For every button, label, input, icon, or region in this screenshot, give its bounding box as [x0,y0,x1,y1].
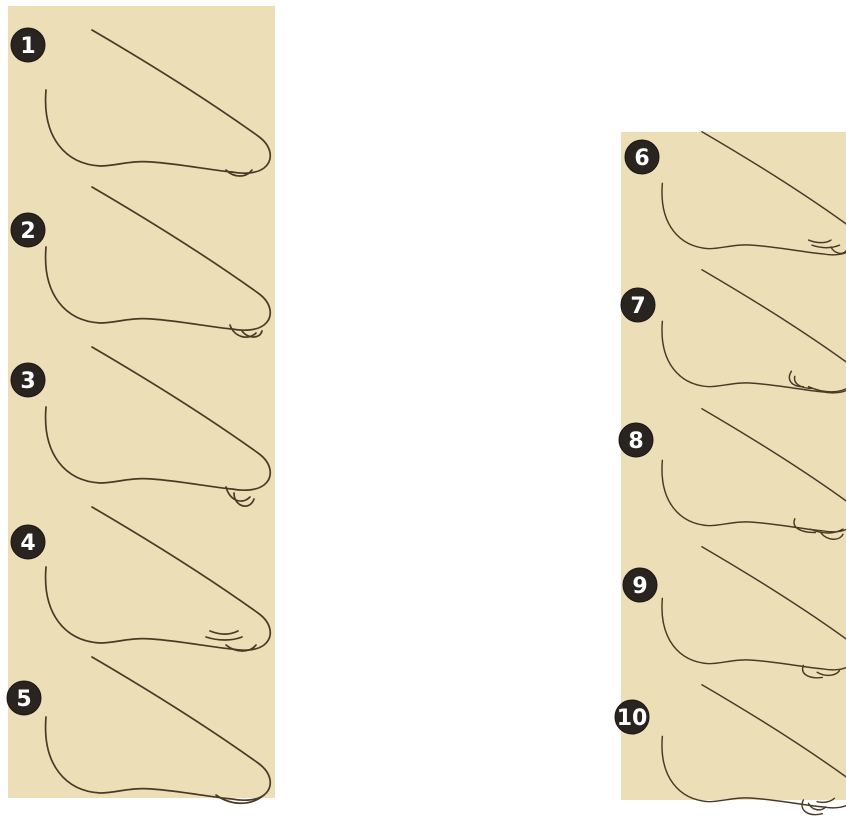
muzzle-outline [662,547,846,670]
muzzle-sketch-1 [46,30,271,176]
muzzle-outline [662,409,846,532]
figure-number-badge: 4 [11,525,45,559]
mouth-detail [216,795,264,803]
muzzle-sketch-9 [662,547,846,678]
muzzle-sketch-5 [46,657,271,803]
figure-number: 1 [20,34,35,59]
muzzle-sketch-6 [662,132,846,255]
figure-number: 10 [617,706,648,731]
muzzle-outline [662,270,846,393]
muzzle-outline [46,30,271,173]
figure-number-badge: 2 [11,213,45,247]
figure-number-badge: 7 [621,288,655,322]
mouth-detail [817,671,839,676]
muzzle-sketch-2 [46,187,271,337]
figure-number: 2 [20,219,35,244]
mouth-detail [812,245,840,248]
figure-number-badge: 1 [11,28,45,62]
muzzle-sketch-10 [662,685,846,815]
figure-number: 7 [630,294,645,319]
figure-number: 9 [632,574,647,599]
mouth-detail [809,240,831,243]
figure-number-badge: 5 [7,681,41,715]
figure-number: 6 [634,146,649,171]
figure-number-badge: 6 [625,140,659,174]
muzzle-sketch-7 [662,270,846,393]
mouth-detail [817,798,834,802]
muzzle-outline [46,507,271,650]
mouth-detail [831,247,846,253]
muzzle-outline [46,657,271,800]
figure-number-badge: 8 [619,423,653,457]
figure-number: 5 [16,687,31,712]
mouth-detail [242,331,262,337]
muzzle-sketch-8 [662,409,846,540]
mouth-detail [206,637,242,640]
figure-number-badge: 10 [615,700,649,734]
muzzle-sketch-4 [46,507,271,651]
muzzle-sketch-3 [46,347,271,506]
figure-number: 4 [20,531,35,556]
muzzle-outline [662,132,846,255]
mouth-detail [210,631,238,634]
figure-number-badge: 9 [623,568,657,602]
muzzle-outline [662,685,846,808]
figure-number: 8 [628,429,643,454]
figure-number-badge: 3 [11,363,45,397]
figure-number: 3 [20,369,35,394]
muzzle-outline [46,347,271,490]
muzzle-outline [46,187,271,330]
